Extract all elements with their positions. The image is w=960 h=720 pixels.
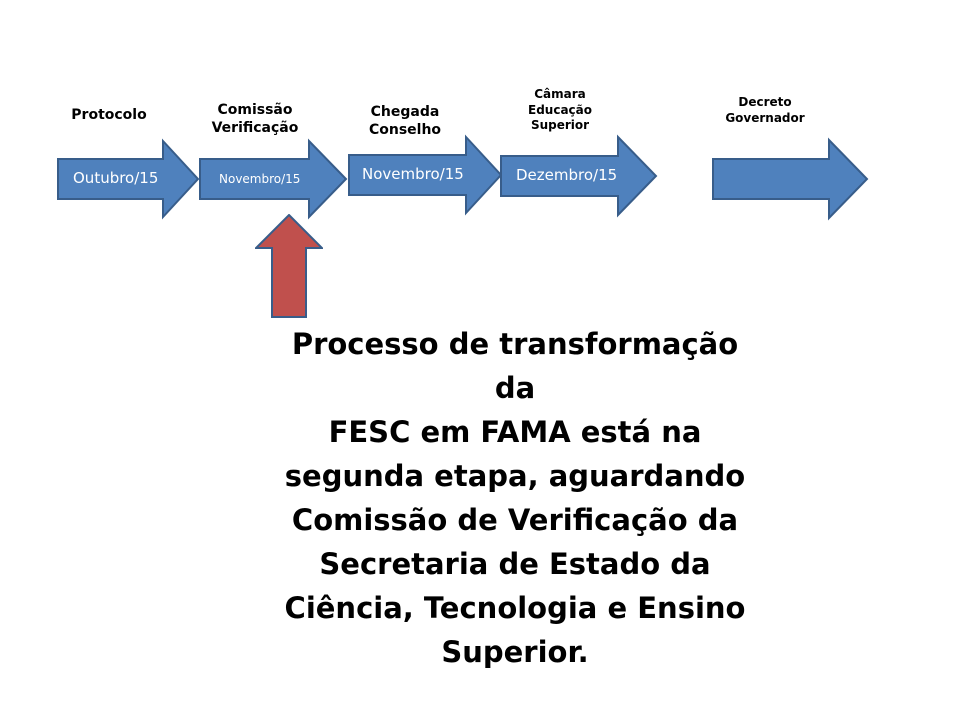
timeline-arrow-5 bbox=[712, 137, 869, 221]
stage-label-decreto-governador: Decreto Governador bbox=[725, 95, 805, 125]
arrow-shape-1 bbox=[57, 138, 200, 220]
arrow-shape-3 bbox=[348, 134, 503, 216]
arrow-shape-2 bbox=[199, 138, 348, 220]
timeline-arrow-4: Dezembro/15 bbox=[500, 134, 658, 218]
stage-label-chegada-conselho: Chegada Conselho bbox=[368, 104, 442, 139]
timeline-arrow-2: Novembro/15 bbox=[199, 138, 348, 220]
up-arrow-icon bbox=[253, 213, 325, 318]
arrow-date-2: Novembro/15 bbox=[219, 172, 301, 186]
status-caption: Processo de transformação da FESC em FAM… bbox=[284, 327, 746, 669]
arrow-date-4: Dezembro/15 bbox=[516, 166, 618, 184]
timeline-arrow-3: Novembro/15 bbox=[348, 134, 503, 216]
stage-label-camara-educacao-superior: Câmara Educação Superior bbox=[528, 87, 592, 133]
arrow-date-3: Novembro/15 bbox=[362, 165, 464, 183]
arrow-date-1: Outubro/15 bbox=[73, 169, 159, 187]
arrow-shape-4 bbox=[500, 134, 658, 218]
stage-label-comissao-verificacao: Comissão Verificação bbox=[211, 102, 299, 137]
stage-label-protocolo: Protocolo bbox=[71, 107, 147, 123]
arrow-shape-5 bbox=[712, 137, 869, 221]
current-stage-pointer-arrow bbox=[253, 213, 325, 318]
timeline-arrow-1: Outubro/15 bbox=[57, 138, 200, 220]
